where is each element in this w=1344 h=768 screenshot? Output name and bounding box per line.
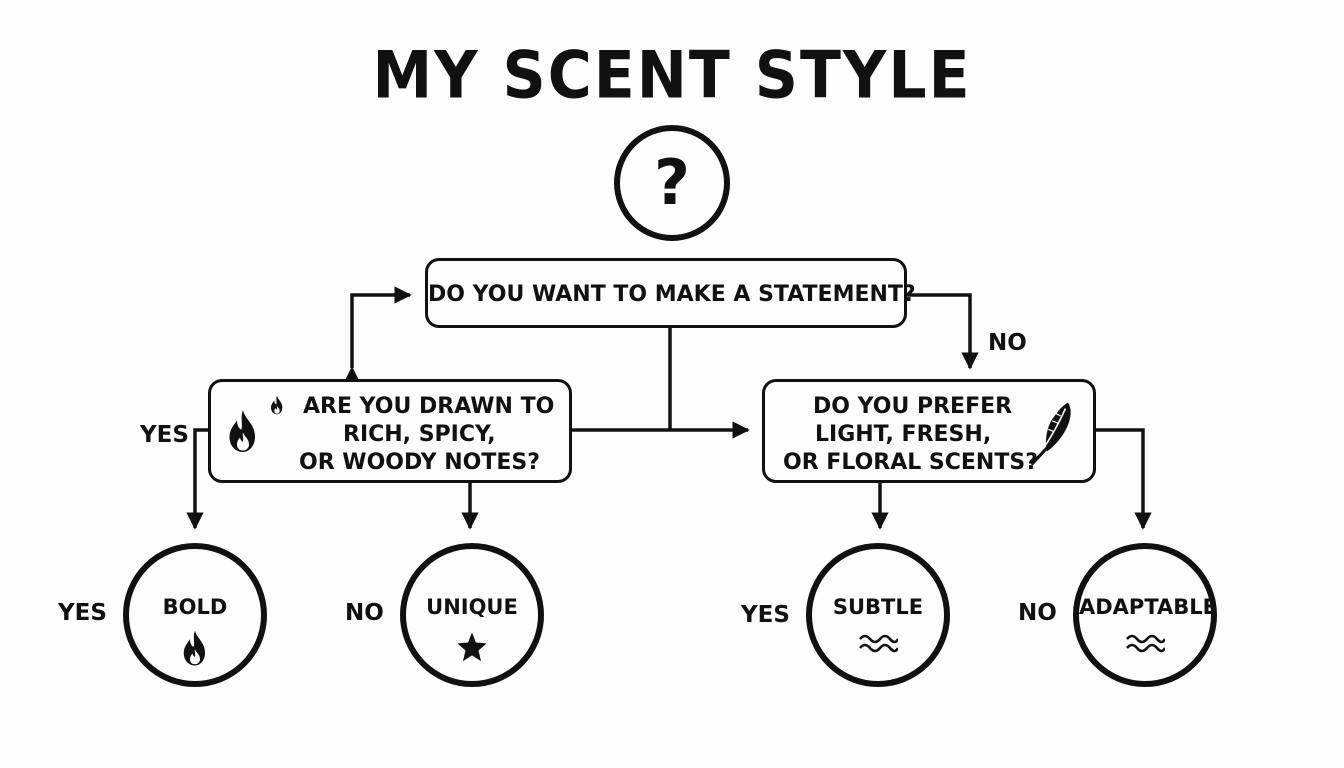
result-bold: BOLD xyxy=(123,543,267,687)
waves-icon xyxy=(1125,631,1165,655)
connector-q2-to-q1 xyxy=(343,286,412,384)
question-rich-notes-box: ARE YOU DRAWN TO RICH, SPICY, OR WOODY N… xyxy=(208,379,572,483)
page-title: MY SCENT STYLE xyxy=(372,38,972,114)
result-adaptable: ADAPTABLE xyxy=(1073,543,1217,687)
feather-icon xyxy=(1027,400,1077,466)
unique-no-label: NO xyxy=(345,600,384,626)
question-light-scents-line-1: DO YOU PREFER xyxy=(813,394,1013,419)
connector-q1-no-to-q3 xyxy=(905,293,979,370)
star-icon xyxy=(456,631,488,663)
connector-q3-to-adaptable xyxy=(1095,428,1152,530)
question-rich-notes-line-3: OR WOODY NOTES? xyxy=(299,450,540,475)
result-subtle: SUBTLE xyxy=(806,543,950,687)
adaptable-no-label: NO xyxy=(1018,600,1057,626)
q1-no-label: NO xyxy=(988,330,1027,356)
subtle-yes-label: YES xyxy=(741,602,790,628)
connector-q2-to-bold xyxy=(186,428,210,530)
question-mark-icon: ? xyxy=(614,125,730,241)
result-unique: UNIQUE xyxy=(400,543,544,687)
bold-yes-label: YES xyxy=(58,600,107,626)
flame-icon xyxy=(225,408,261,454)
flame-icon xyxy=(180,629,210,667)
result-adaptable-label: ADAPTABLE xyxy=(1079,595,1218,619)
result-bold-label: BOLD xyxy=(162,595,228,619)
question-statement-box: DO YOU WANT TO MAKE A STATEMENT? xyxy=(425,258,916,328)
start-symbol: ? xyxy=(654,146,690,219)
q2-yes-label: YES xyxy=(140,422,189,448)
small-flame-icon xyxy=(269,394,285,416)
question-statement-text: DO YOU WANT TO MAKE A STATEMENT? xyxy=(428,282,916,307)
question-light-scents-line-3: OR FLORAL SCENTS? xyxy=(783,450,1038,475)
question-rich-notes-line-1: ARE YOU DRAWN TO xyxy=(303,394,555,419)
question-light-scents-line-2: LIGHT, FRESH, xyxy=(815,422,992,447)
result-unique-label: UNIQUE xyxy=(426,595,518,619)
question-rich-notes-line-2: RICH, SPICY, xyxy=(343,422,496,447)
result-subtle-label: SUBTLE xyxy=(832,595,924,619)
question-light-scents-box: DO YOU PREFER LIGHT, FRESH, OR FLORAL SC… xyxy=(762,379,1096,483)
waves-icon xyxy=(858,631,898,655)
